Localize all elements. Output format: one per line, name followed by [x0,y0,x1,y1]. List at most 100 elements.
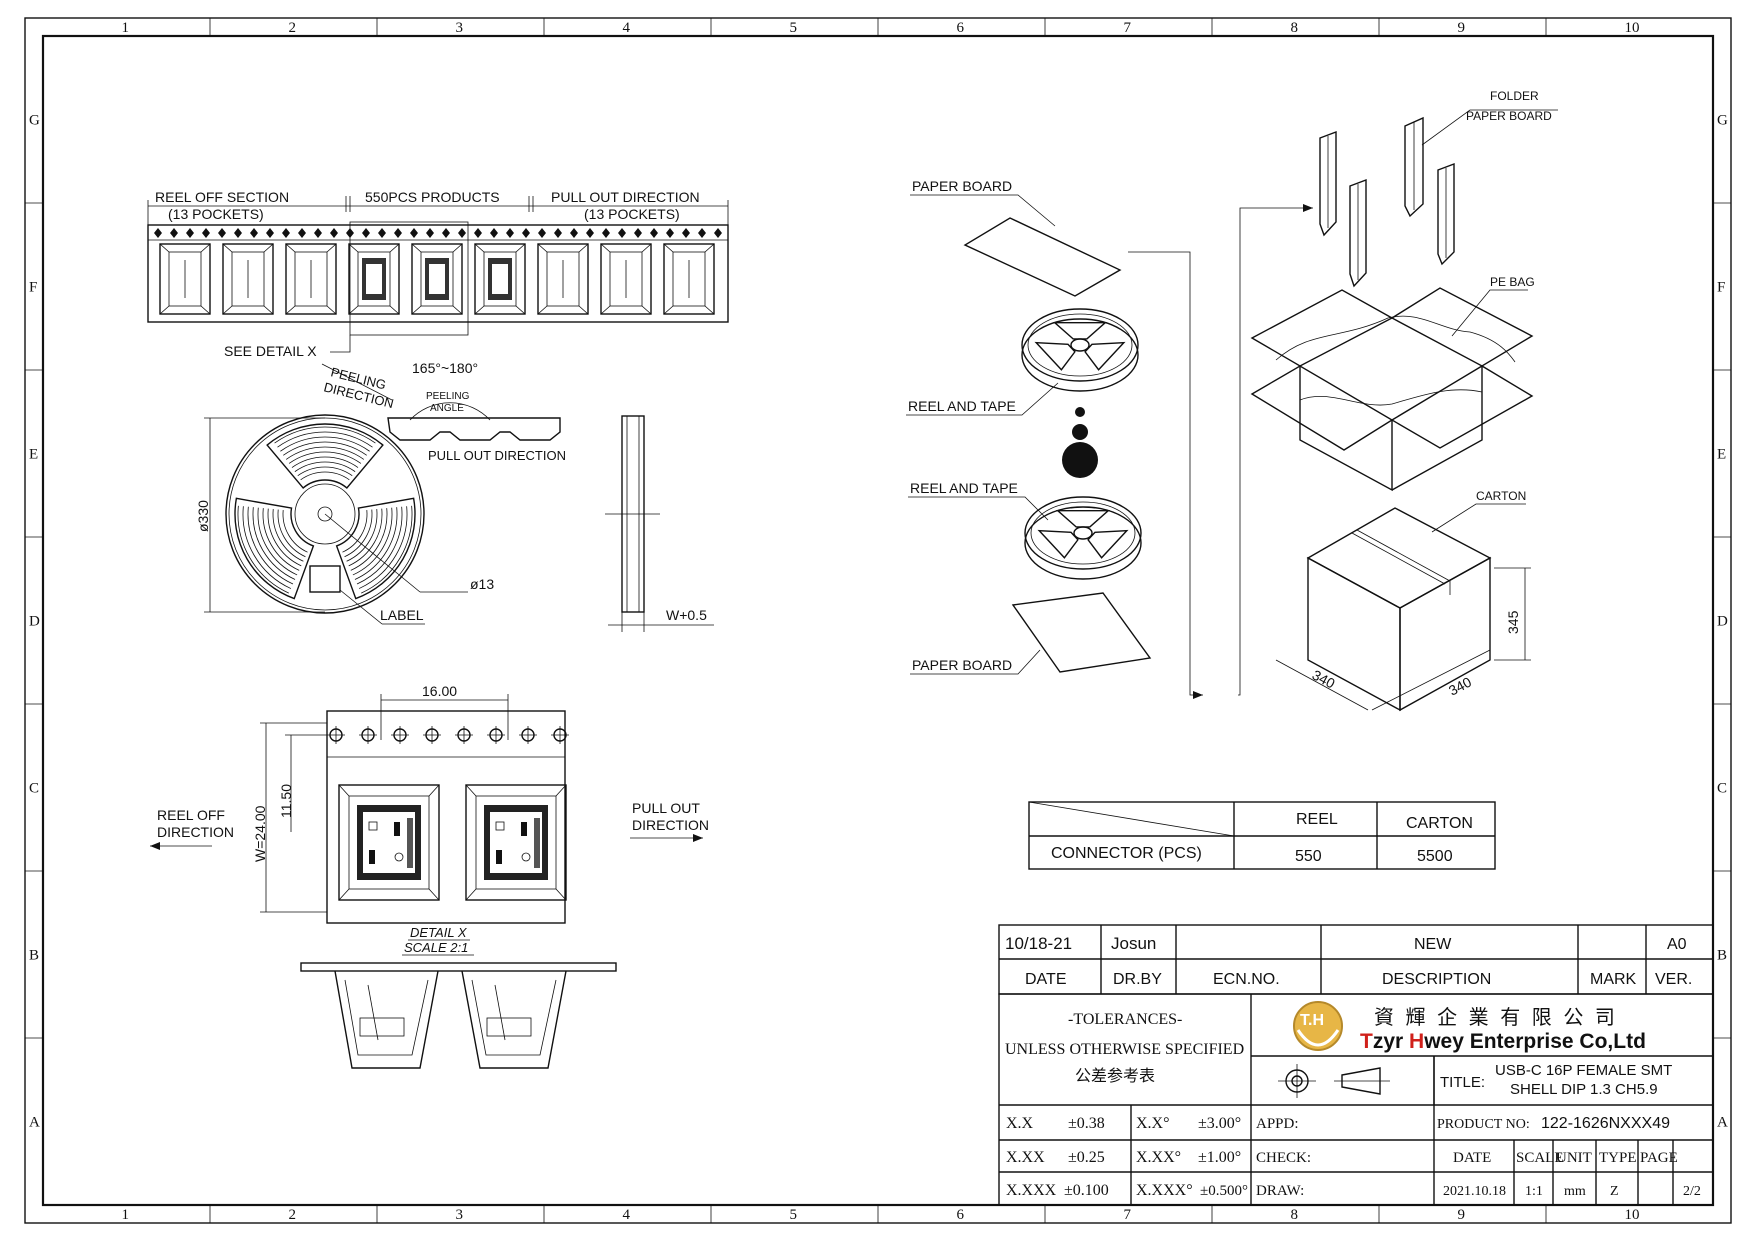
check-label: CHECK: [1256,1150,1311,1166]
page-header: PAGE [1640,1150,1678,1166]
tol-value-1: ±0.38 [1068,1115,1105,1132]
tol-value-3: ±0.100 [1064,1182,1109,1199]
quantity-table: REEL CARTON CONNECTOR (PCS) 550 5500 [1028,801,1496,870]
zone-column-3: 3 [456,20,464,36]
zone-column-8: 8 [1291,1207,1299,1223]
carton-height: 345 [1505,610,1521,634]
draw-label: DRAW: [1256,1183,1304,1199]
tol-angle-format-3: X.XXX° [1136,1182,1193,1199]
zone-column-9: 9 [1458,1207,1466,1223]
title-label: TITLE: [1440,1074,1485,1091]
tolerances-subtitle: UNLESS OTHERWISE SPECIFIED [1005,1041,1244,1058]
reel-off-direction-2: DIRECTION [157,824,234,840]
reel-front-view: PEELING DIRECTION 165°~180° PEELING ANGL… [195,360,714,632]
unit-value: mm [1564,1184,1586,1199]
qty-col-reel: REEL [1296,811,1338,828]
revision-mark-header: MARK [1590,971,1637,988]
company-name-h: H [1409,1030,1424,1053]
carton-label: CARTON [1476,489,1526,503]
detail-x-view: 16.00 W=24.00 11.50 REEL OFF DIRECTION P… [150,683,709,1069]
projection-symbol [1278,1064,1390,1098]
date-value: 2021.10.18 [1443,1184,1506,1199]
title-block: -TOLERANCES- UNLESS OTHERWISE SPECIFIED … [998,993,1714,1206]
company-name-t: T [1360,1030,1373,1053]
zone-column-5: 5 [790,1207,798,1223]
tol-angle-format-1: X.X° [1136,1115,1170,1132]
date-header: DATE [1453,1150,1491,1166]
peeling-angle-label-2: ANGLE [430,403,464,414]
tape-pockets [159,243,715,315]
scale-value: 1:1 [1525,1184,1543,1199]
paper-board-bottom [1011,592,1152,673]
revision-date-header: DATE [1025,971,1066,988]
reel-spoke-windows [234,423,416,600]
reel-and-tape-label-2: REEL AND TAPE [910,480,1018,496]
qty-reel-value: 550 [1295,848,1322,865]
title-line-2: SHELL DIP 1.3 CH5.9 [1510,1081,1658,1098]
carton-depth: 340 [1310,667,1338,692]
zone-row-G: G [29,113,40,129]
reel-off-direction-1: REEL OFF [157,807,225,823]
zone-column-1: 1 [122,20,130,36]
pull-out-direction-reel: PULL OUT DIRECTION [428,448,566,463]
revision-date: 10/18-21 [1005,934,1072,953]
product-no-label: PRODUCT NO: [1437,1117,1530,1132]
detail-tape-body [326,710,566,924]
tape-body [147,224,729,323]
products-label: 550PCS PRODUCTS [365,189,500,205]
folder-paper-board-label: PAPER BOARD [1466,109,1552,123]
unit-header: UNIT [1556,1150,1592,1166]
tol-format-3: X.XXX [1006,1182,1057,1199]
detail-x-title: DETAIL X [410,925,468,940]
revision-description: NEW [1414,936,1452,953]
zone-row-A: A [1717,1115,1728,1131]
paper-board-bottom-label: PAPER BOARD [912,657,1012,673]
reel-off-section-label: REEL OFF SECTION [155,189,289,205]
revision-drby-header: DR.BY [1113,971,1162,988]
paper-board-top [963,217,1122,297]
reel-and-tape-label-1: REEL AND TAPE [908,398,1016,414]
logo-text: T.H [1300,1012,1324,1029]
pull-out-pockets-label: (13 POCKETS) [584,206,680,222]
zone-column-6: 6 [957,20,965,36]
detail-x-scale: SCALE 2:1 [404,940,468,955]
revision-ecn-header: ECN.NO. [1213,971,1280,988]
detail-sprocket-holes [327,726,569,744]
revision-drawn-by: Josun [1111,934,1156,953]
zone-column-7: 7 [1124,20,1132,36]
reel-iso-1 [1021,308,1139,392]
folder-label: FOLDER [1490,89,1539,103]
hub-diameter: ø13 [470,576,494,592]
pull-out-direction-label: PULL OUT DIRECTION [551,189,700,205]
zone-column-4: 4 [623,1207,631,1223]
folder-paper-boards [1319,116,1455,288]
zone-column-1: 1 [122,1207,130,1223]
title-line-1: USB-C 16P FEMALE SMT [1495,1062,1672,1079]
company-chinese-name: 資 輝 企 業 有 限 公 司 [1374,1006,1618,1029]
zone-row-D: D [29,614,40,630]
zone-column-9: 9 [1458,20,1466,36]
zone-column-5: 5 [790,20,798,36]
company-logo: T.H [1293,1001,1343,1051]
zone-row-E: E [1717,447,1726,463]
tolerance-row-3: X.XXX ±0.100 X.XXX° ±0.500° [1006,1182,1248,1199]
label-area [309,565,341,593]
zone-column-8: 8 [1291,20,1299,36]
tolerances-title: -TOLERANCES- [1068,1011,1182,1028]
zone-row-C: C [1717,781,1727,797]
zone-column-3: 3 [456,1207,464,1223]
zone-row-F: F [29,280,37,296]
revision-description-header: DESCRIPTION [1382,971,1491,988]
tol-angle-format-2: X.XX° [1136,1149,1181,1166]
company-name-mid: zyr [1373,1030,1409,1053]
tol-angle-value-1: ±3.00° [1198,1115,1241,1132]
tape-sprocket-holes [154,228,722,238]
company-name-rest: wey Enterprise Co,Ltd [1423,1030,1646,1053]
zone-column-2: 2 [289,1207,297,1223]
zone-row-C: C [29,781,39,797]
zone-column-7: 7 [1124,1207,1132,1223]
appd-label: APPD: [1256,1116,1299,1132]
